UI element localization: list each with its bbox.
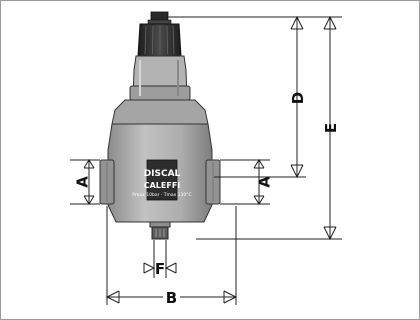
dim-label-d: D xyxy=(289,92,307,104)
caleffi-label-plate: DISCAL CALEFFI Pmax 10bar · Tmax 110°C xyxy=(132,159,192,201)
dim-label-e: E xyxy=(322,123,340,133)
svg-text:Pmax 10bar · Tmax 110°C: Pmax 10bar · Tmax 110°C xyxy=(132,192,191,198)
valve-illustration: DISCAL CALEFFI Pmax 10bar · Tmax 110°C xyxy=(99,11,221,240)
dim-label-a-right: A xyxy=(256,176,274,188)
vent-cap xyxy=(137,23,182,57)
dim-label-f: F xyxy=(155,260,165,278)
svg-text:CALEFFI: CALEFFI xyxy=(144,181,181,190)
dim-label-a-left: A xyxy=(74,176,92,188)
dim-label-b: B xyxy=(166,289,177,307)
svg-text:DISCAL: DISCAL xyxy=(144,169,181,179)
